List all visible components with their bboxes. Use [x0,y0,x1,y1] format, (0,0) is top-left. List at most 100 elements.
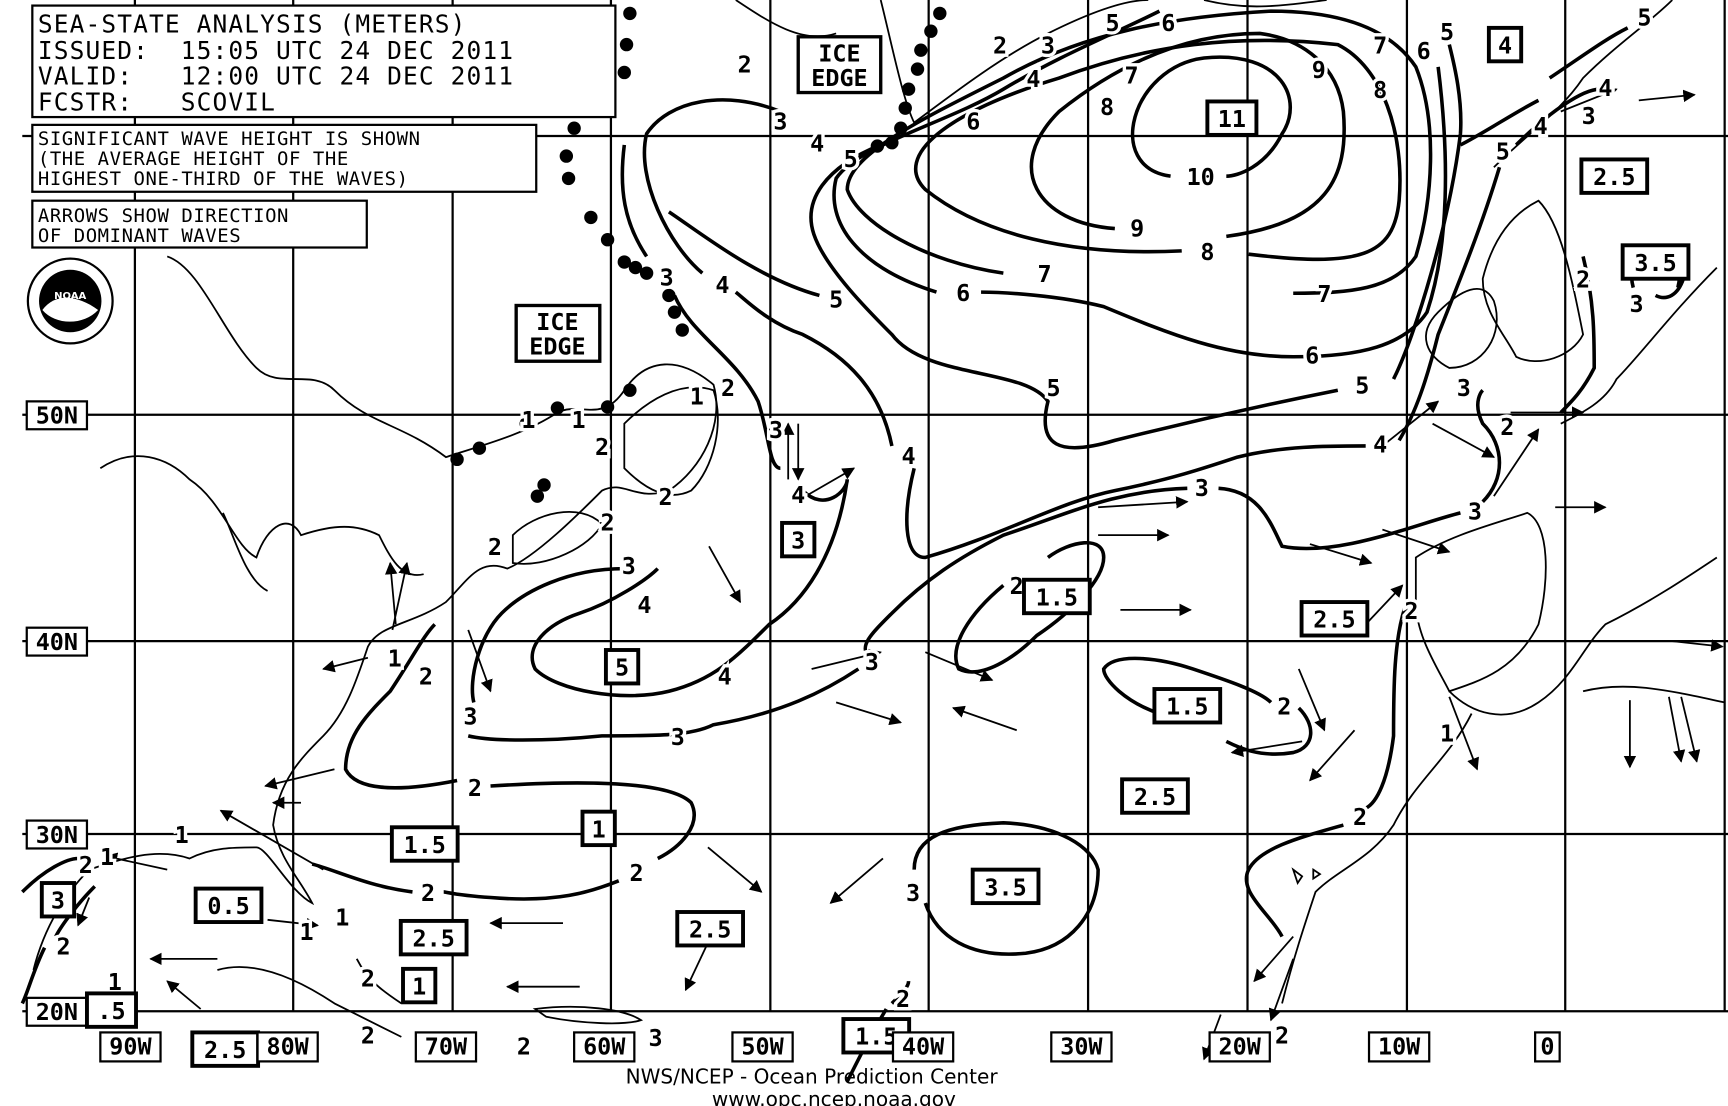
contour-label: 4 [902,442,916,470]
wave-direction-arrow [1381,400,1440,447]
longitude-label: 50W [731,1031,794,1063]
contour-label: 2 [79,851,93,879]
contour-label: 6 [1161,9,1175,37]
contour-label: 8 [1100,93,1114,121]
boxed-value-text: 2.5 [1593,163,1635,191]
boxed-wave-value: 2.5 [675,910,745,948]
contour-label: 3 [1630,290,1644,318]
contour-label: 1 [388,645,402,673]
longitude-label-text: 90W [109,1033,152,1061]
longitude-label-text: 50W [741,1033,784,1061]
latitude-label-text: 20N [36,998,78,1026]
latitude-label-text: 40N [36,628,78,656]
contour-label: 4 [1534,112,1548,140]
boxed-wave-value: 1 [401,966,438,1005]
wave-direction-arrow [467,629,493,693]
ice-edge-dot [662,288,676,303]
ice-edge-dot [623,383,637,397]
contour-label: 1 [521,406,535,434]
ice-edge-dot [623,6,637,21]
boxed-wave-value: 5 [603,648,641,686]
contour-label: 5 [844,145,858,173]
longitude-label: 40W [891,1031,955,1063]
note-line: (THE AVERAGE HEIGHT OF THE [38,148,349,170]
boxed-wave-value: 4 [1486,25,1524,64]
wave-direction-arrow [1493,428,1540,497]
boxed-value-text: 3.5 [1634,249,1676,277]
contour-label: 2 [721,374,735,402]
longitude-label: 60W [573,1031,636,1063]
contour-label: 2 [517,1033,531,1061]
boxed-value-text: 1 [412,973,426,1001]
boxed-value-text: 1 [592,815,606,843]
ice-edge-dot [898,101,912,115]
ice-edge-dot [600,400,615,414]
ice-edge-dot [617,255,631,269]
longitude-label-text: 20W [1219,1033,1262,1061]
contour-label: 2 [595,433,609,461]
wave-direction-arrow [166,980,202,1010]
contour-label: 2 [896,985,910,1013]
wave-direction-arrow [322,656,369,673]
contour-label: 1 [175,821,189,849]
contour-label: 3 [769,416,783,444]
ice-edge-text: ICE [818,39,860,67]
note-line: OF DOMINANT WAVES [38,225,241,247]
contour-label: 4 [1598,74,1612,102]
chart-title: SEA-STATE ANALYSIS (METERS) [38,9,467,38]
ice-edge-dot [675,323,689,337]
boxed-value-text: 2.5 [1313,606,1355,634]
ice-edge-text: EDGE [811,64,867,92]
contour-label: 5 [1496,137,1510,165]
contour-label: 3 [648,1024,662,1052]
boxed-value-text: .5 [97,997,125,1025]
note-line: ARROWS SHOW DIRECTION [38,205,289,227]
contour-label: 1 [335,903,349,931]
header-box: SEA-STATE ANALYSIS (METERS) ISSUED: 15:0… [31,4,617,119]
contour-label: 5 [1046,374,1060,402]
ice-edge-dot [567,121,581,135]
ice-edge-dot [550,401,565,415]
contour-label: 6 [956,279,970,307]
ice-edge-dot [600,233,615,247]
wave-direction-arrow [76,897,91,927]
longitude-label-text: 70W [425,1033,468,1061]
contour-label: 4 [791,481,805,509]
wave-direction-arrow [104,852,168,871]
boxed-wave-value: 1.5 [1022,577,1092,616]
valid-time: VALID: 12:00 UTC 24 DEC 2011 [38,62,514,91]
longitude-label: 0 [1534,1031,1561,1063]
forecaster: FCSTR: SCOVIL [38,87,276,116]
boxed-wave-value: 1.5 [389,825,460,863]
ice-edge-dot [933,6,947,21]
contour-label: 5 [829,286,843,314]
contour-label: 2 [1576,266,1590,294]
ice-edge-dot [667,305,682,319]
contour-label: 1 [100,843,114,871]
wave-direction-arrow [811,648,882,670]
boxed-value-text: 3 [51,887,65,915]
wave-height-contours [20,9,1686,1083]
noaa-logo-text: NOAA [54,291,86,302]
contour-label: 3 [1457,374,1471,402]
boxed-wave-value: 3.5 [970,867,1041,906]
latitude-label: 50N [25,400,89,431]
contour-label: 7 [1317,280,1331,308]
wave-direction-arrow [1672,639,1724,652]
contour-label: 2 [659,483,673,511]
contour-label: 2 [738,50,752,78]
contour-label: 4 [1373,431,1387,459]
latitude-label-text: 30N [36,821,78,849]
wave-direction-arrow [829,857,884,904]
contour-label: 5 [1637,4,1651,32]
arrows-note: ARROWS SHOW DIRECTION OF DOMINANT WAVES [31,199,368,249]
longitude-label-text: 80W [266,1033,309,1061]
boxed-wave-value: 2.5 [1299,600,1370,638]
contour-label: 6 [966,107,980,135]
ice-edge-dot [924,24,938,38]
contour-label: 2 [1277,693,1291,721]
contour-label: 3 [1468,498,1482,526]
contour-label: 1 [300,918,314,946]
